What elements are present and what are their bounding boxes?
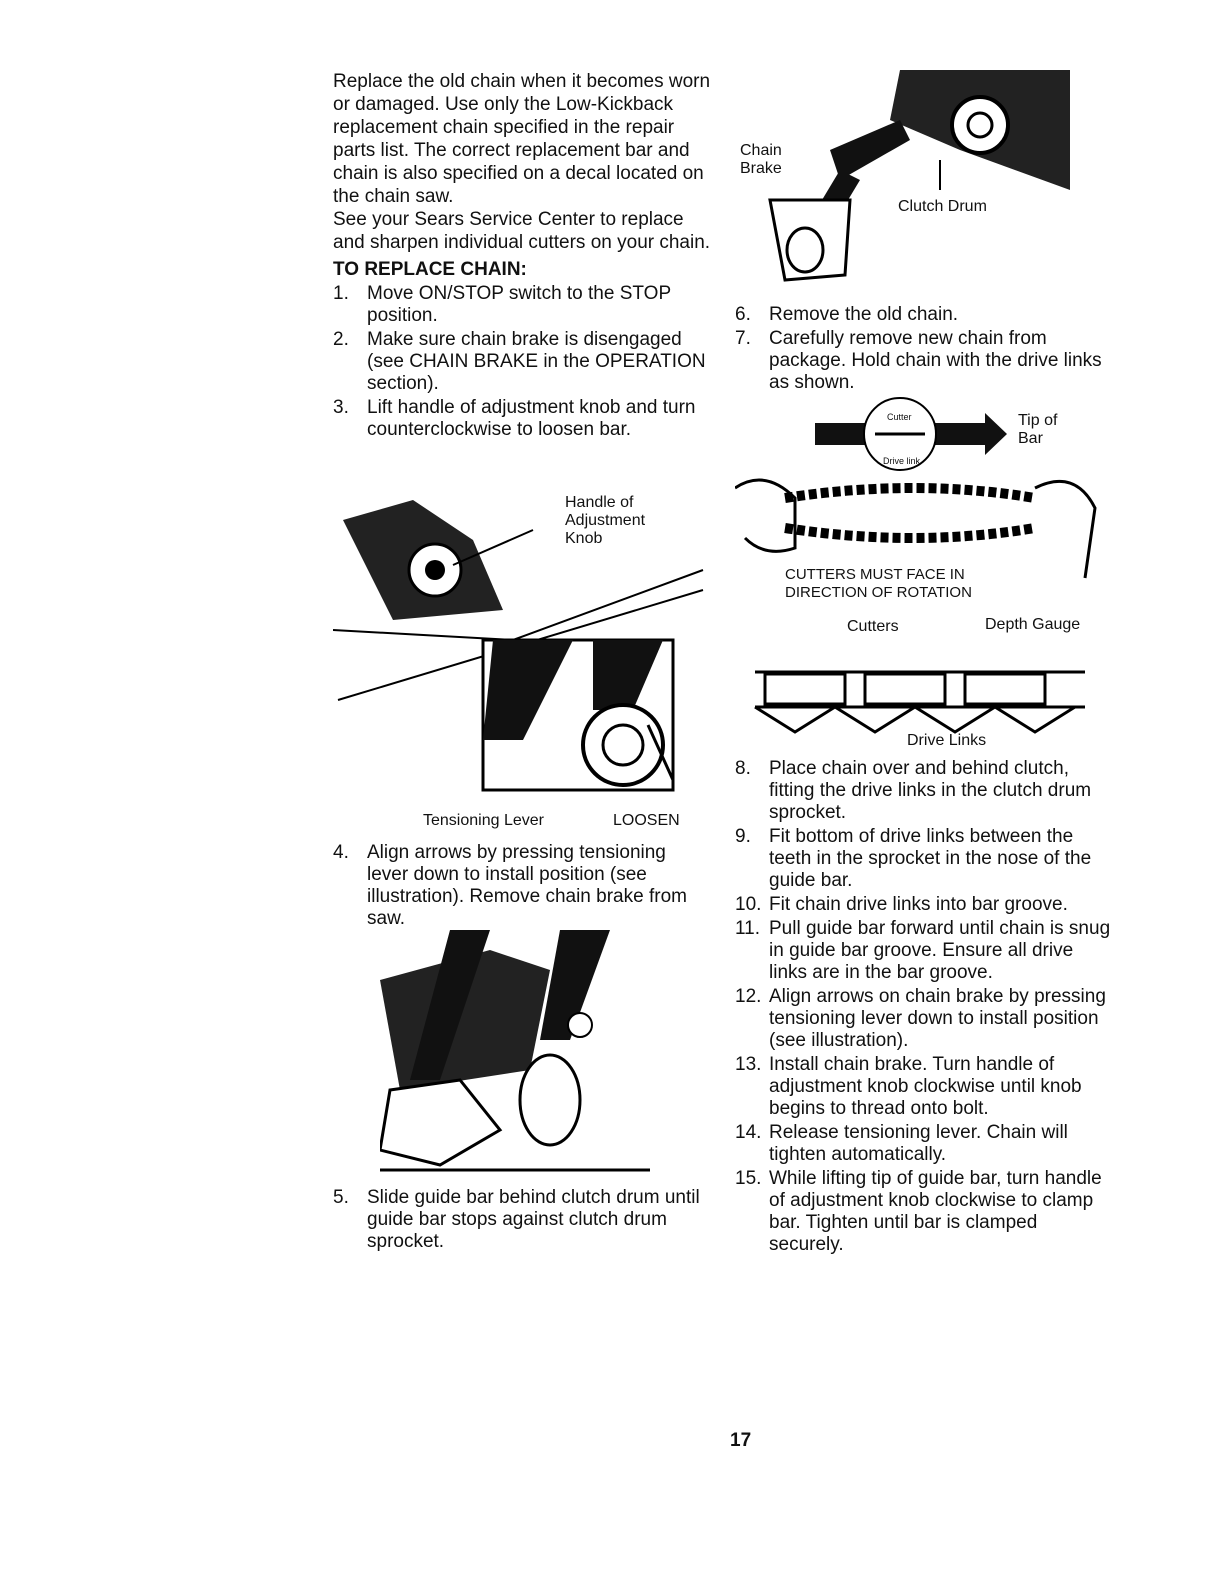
step-text: Place chain over and behind clutch, fitt… bbox=[769, 758, 1092, 823]
step-text: Move ON/STOP switch to the STOP position… bbox=[367, 283, 671, 326]
step-number: 3. bbox=[333, 397, 349, 418]
step-4: 4. Align arrows by pressing tensioning le… bbox=[333, 842, 711, 930]
step-12: 12. Align arrows on chain brake by pressi… bbox=[735, 986, 1115, 1052]
chain-brake-label: Chain Brake bbox=[740, 142, 782, 177]
intro-paragraph-2: See your Sears Service Center to replace… bbox=[333, 209, 711, 253]
step-text: Align arrows by pressing tensioning leve… bbox=[367, 842, 687, 929]
tensioning-lever-label: Tensioning Lever bbox=[423, 812, 544, 829]
step-number: 13. bbox=[735, 1054, 762, 1075]
step-6: 6. Remove the old chain. bbox=[735, 304, 1115, 326]
step-8: 8. Place chain over and behind clutch, fi… bbox=[735, 758, 1115, 824]
step-text: Pull guide bar forward until chain is sn… bbox=[769, 918, 1111, 983]
step-14: 14. Release tensioning lever. Chain will … bbox=[735, 1122, 1115, 1166]
step-10: 10. Fit chain drive links into bar groove… bbox=[735, 894, 1115, 916]
chain-detail-illustration: Cutters Depth Gauge Drive Links bbox=[735, 612, 1105, 752]
knob-illustration: Handle of Adjustment Knob Tensioning Lev… bbox=[333, 490, 711, 830]
step-1: 1. Move ON/STOP switch to the STOP positi… bbox=[333, 283, 711, 327]
left-column-step-5: 5. Slide guide bar behind clutch drum unt… bbox=[333, 1185, 711, 1253]
step-number: 11. bbox=[735, 918, 761, 939]
clutch-drum-illustration: Chain Brake Clutch Drum bbox=[740, 70, 1080, 295]
loosen-label: LOOSEN bbox=[613, 812, 680, 829]
tip-of-bar-label: Tip of Bar bbox=[1018, 412, 1058, 447]
step-text: Align arrows on chain brake by pressing … bbox=[769, 986, 1106, 1051]
step-11: 11. Pull guide bar forward until chain is… bbox=[735, 918, 1115, 984]
step-number: 4. bbox=[333, 842, 349, 863]
step-text: Fit chain drive links into bar groove. bbox=[769, 894, 1068, 915]
intro-paragraph-1: Replace the old chain when it becomes wo… bbox=[333, 71, 711, 207]
step-9: 9. Fit bottom of drive links between the … bbox=[735, 826, 1115, 892]
step-text: Release tensioning lever. Chain will tig… bbox=[769, 1122, 1068, 1165]
section-heading: TO REPLACE CHAIN: bbox=[333, 259, 527, 280]
step-number: 5. bbox=[333, 1187, 349, 1208]
cutter-label: Cutter bbox=[887, 412, 912, 422]
step-15: 15. While lifting tip of guide bar, turn … bbox=[735, 1168, 1115, 1256]
step-text: Carefully remove new chain from package.… bbox=[769, 328, 1102, 393]
right-column-steps-8-15: 8. Place chain over and behind clutch, fi… bbox=[735, 756, 1115, 1256]
handle-label: Handle of Adjustment Knob bbox=[565, 494, 646, 547]
cutters-label: Cutters bbox=[847, 618, 899, 635]
step-number: 8. bbox=[735, 758, 751, 779]
step-number: 9. bbox=[735, 826, 751, 847]
step-text: Slide guide bar behind clutch drum until… bbox=[367, 1187, 700, 1252]
step-text: Remove the old chain. bbox=[769, 304, 959, 325]
step-text: Lift handle of adjustment knob and turn … bbox=[367, 397, 696, 440]
step-7: 7. Carefully remove new chain from packag… bbox=[735, 328, 1115, 394]
step-text: Fit bottom of drive links between the te… bbox=[769, 826, 1092, 891]
step-text: While lifting tip of guide bar, turn han… bbox=[769, 1168, 1102, 1255]
chain-holding-illustration: Cutter Drive link Tip of Bar CUTTERS MUS… bbox=[735, 388, 1105, 610]
step-5: 5. Slide guide bar behind clutch drum unt… bbox=[333, 1187, 711, 1253]
drive-link-label: Drive link bbox=[883, 456, 921, 466]
step-number: 2. bbox=[333, 329, 349, 350]
left-column-step-4: 4. Align arrows by pressing tensioning le… bbox=[333, 840, 711, 930]
step-number: 15. bbox=[735, 1168, 762, 1189]
step-13: 13. Install chain brake. Turn handle of a… bbox=[735, 1054, 1115, 1120]
step-number: 7. bbox=[735, 328, 751, 349]
step-3: 3. Lift handle of adjustment knob and tur… bbox=[333, 397, 711, 441]
step-number: 6. bbox=[735, 304, 751, 325]
step-text: Make sure chain brake is disengaged (see… bbox=[367, 329, 706, 394]
depth-gauge-label: Depth Gauge bbox=[985, 616, 1081, 633]
step-number: 14. bbox=[735, 1122, 762, 1143]
step-text: Install chain brake. Turn handle of adju… bbox=[769, 1054, 1082, 1119]
chain-brake-removal-illustration bbox=[380, 930, 660, 1175]
left-column: Replace the old chain when it becomes wo… bbox=[333, 70, 711, 441]
step-number: 12. bbox=[735, 986, 762, 1007]
step-number: 10. bbox=[735, 894, 762, 915]
clutch-drum-label: Clutch Drum bbox=[898, 198, 987, 215]
step-2: 2. Make sure chain brake is disengaged (s… bbox=[333, 329, 711, 395]
page-number: 17 bbox=[730, 1430, 752, 1451]
drive-links-label: Drive Links bbox=[907, 732, 987, 749]
right-column-steps-6-7: 6. Remove the old chain. 7. Carefully remo… bbox=[735, 302, 1115, 394]
step-number: 1. bbox=[333, 283, 349, 304]
rotation-direction-label: CUTTERS MUST FACE IN DIRECTION OF ROTATI… bbox=[785, 566, 972, 601]
